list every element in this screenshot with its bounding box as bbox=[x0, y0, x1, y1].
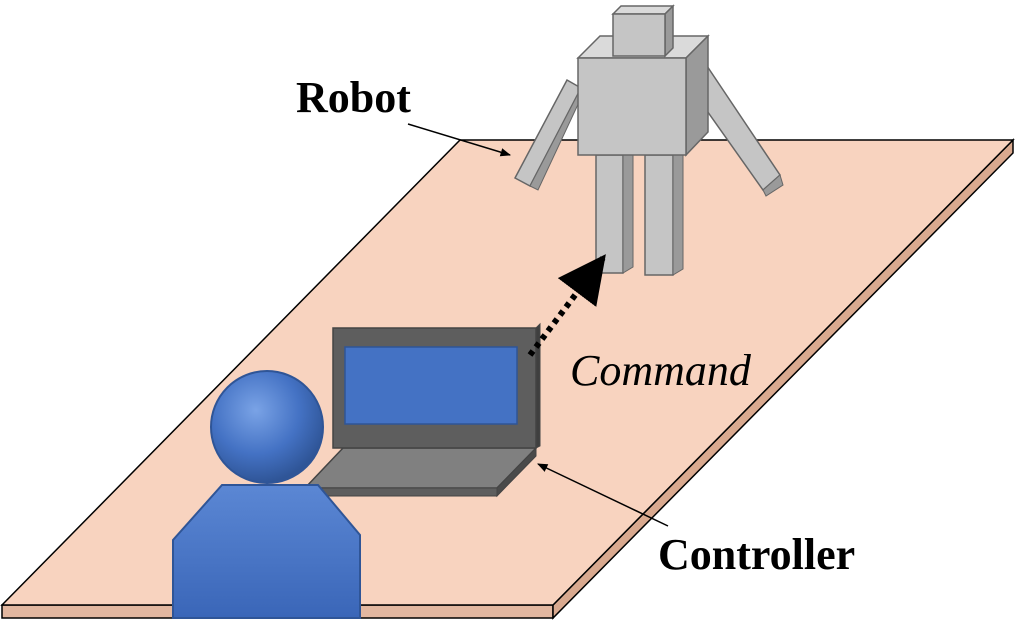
laptop-base bbox=[303, 447, 538, 489]
person-operator bbox=[172, 370, 361, 619]
controller-label: Controller bbox=[658, 530, 855, 579]
robot-label: Robot bbox=[296, 73, 411, 122]
person-body bbox=[172, 484, 361, 619]
person-head bbox=[210, 370, 324, 484]
robot-leader-line bbox=[407, 123, 512, 157]
command-label: Command bbox=[570, 346, 752, 395]
robot-left-leg bbox=[595, 148, 634, 274]
robot-figure bbox=[513, 4, 784, 276]
controller-leader-line bbox=[537, 463, 669, 527]
robot-right-leg bbox=[644, 148, 684, 276]
laptop-controller bbox=[303, 322, 541, 498]
robot-head bbox=[611, 4, 675, 58]
command-arrow bbox=[527, 254, 606, 357]
laptop-screen bbox=[344, 346, 518, 425]
